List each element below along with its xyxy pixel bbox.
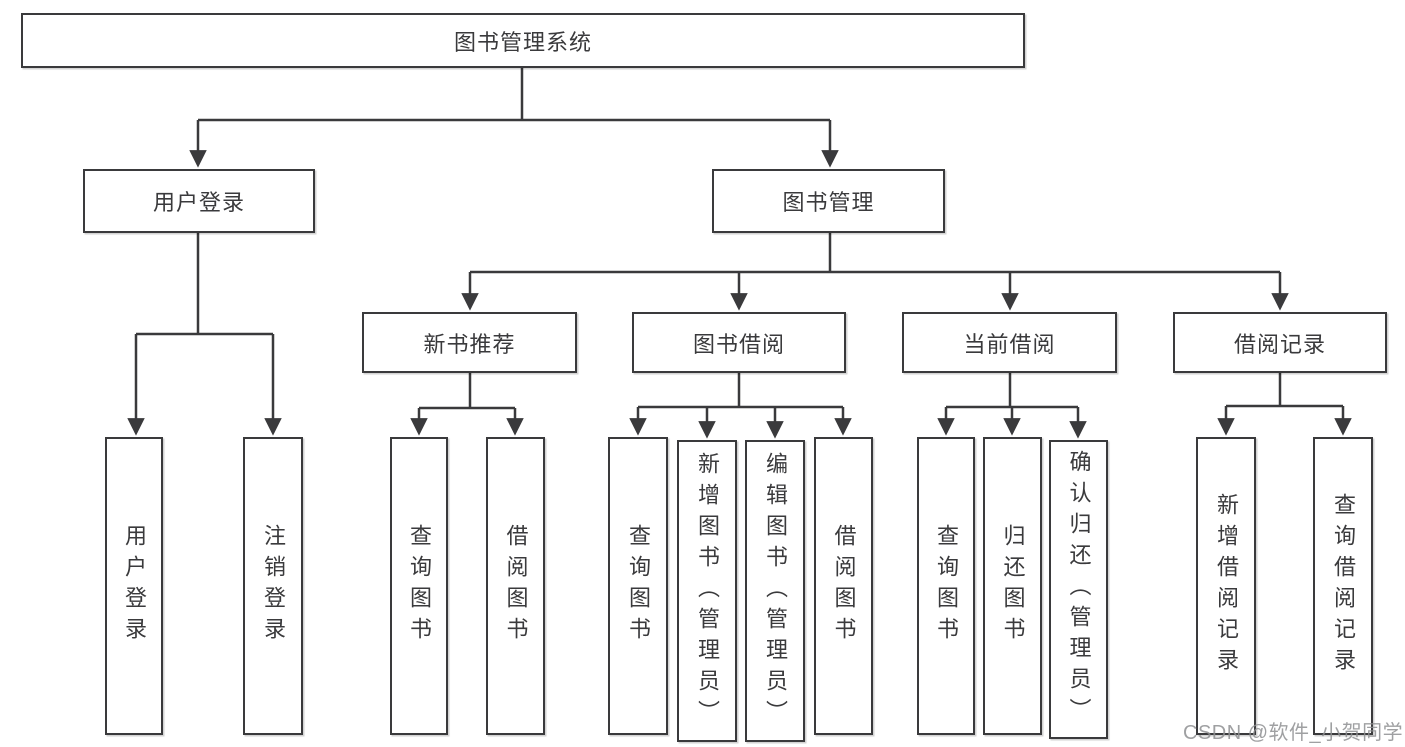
leaf-logout-label: 注销登录 [261,524,286,648]
node-borrowing-records-label: 借阅记录 [1233,331,1326,357]
leaf-confirm-return-admin: 确认归还（管理员） [1049,440,1108,739]
node-borrowing-records: 借阅记录 [1173,312,1387,373]
node-root: 图书管理系统 [21,13,1025,68]
node-root-label: 图书管理系统 [453,29,592,55]
leaf-borrow-books-borrowing: 借阅图书 [814,437,873,735]
leaf-query-borrow-record: 查询借阅记录 [1313,437,1373,735]
leaf-logout: 注销登录 [243,437,303,735]
leaf-edit-book-admin: 编辑图书（管理员） [745,440,805,742]
leaf-confirm-return-admin-label: 确认归还（管理员） [1066,450,1092,729]
leaf-query-borrow-record-label: 查询借阅记录 [1331,493,1356,679]
node-book-borrowing-label: 图书借阅 [692,331,785,357]
leaf-add-borrow-record-label: 新增借阅记录 [1214,493,1239,679]
leaf-add-book-admin: 新增图书（管理员） [677,440,737,742]
node-book-borrowing: 图书借阅 [632,312,846,373]
watermark: CSDN @软件_小贺同学 [1183,722,1404,744]
leaf-return-books-label: 归还图书 [1000,524,1026,648]
leaf-add-borrow-record: 新增借阅记录 [1196,437,1256,735]
leaf-query-books-recommend-label: 查询图书 [407,524,432,648]
leaf-add-book-admin-label: 新增图书（管理员） [695,451,720,731]
leaf-borrow-books-recommend: 借阅图书 [486,437,545,735]
node-new-book-recommend: 新书推荐 [362,312,577,373]
leaf-query-books-current-label: 查询图书 [934,524,959,648]
node-user-login-label: 用户登录 [152,190,245,215]
node-book-management-label: 图书管理 [782,190,875,215]
node-current-borrowing: 当前借阅 [902,312,1117,373]
leaf-return-books: 归还图书 [983,437,1042,735]
node-book-management: 图书管理 [712,169,945,233]
node-user-login: 用户登录 [83,169,315,233]
node-current-borrowing-label: 当前借阅 [963,331,1056,357]
leaf-user-login-label: 用户登录 [122,524,147,648]
leaf-query-books-recommend: 查询图书 [390,437,448,735]
leaf-query-books-current: 查询图书 [917,437,975,735]
node-new-book-recommend-label: 新书推荐 [423,331,516,357]
leaf-query-books-borrowing-label: 查询图书 [626,524,651,648]
leaf-edit-book-admin-label: 编辑图书（管理员） [763,451,788,731]
leaf-borrow-books-recommend-label: 借阅图书 [503,524,529,648]
leaf-user-login: 用户登录 [105,437,163,735]
leaf-borrow-books-borrowing-label: 借阅图书 [831,524,857,648]
leaf-query-books-borrowing: 查询图书 [608,437,668,735]
